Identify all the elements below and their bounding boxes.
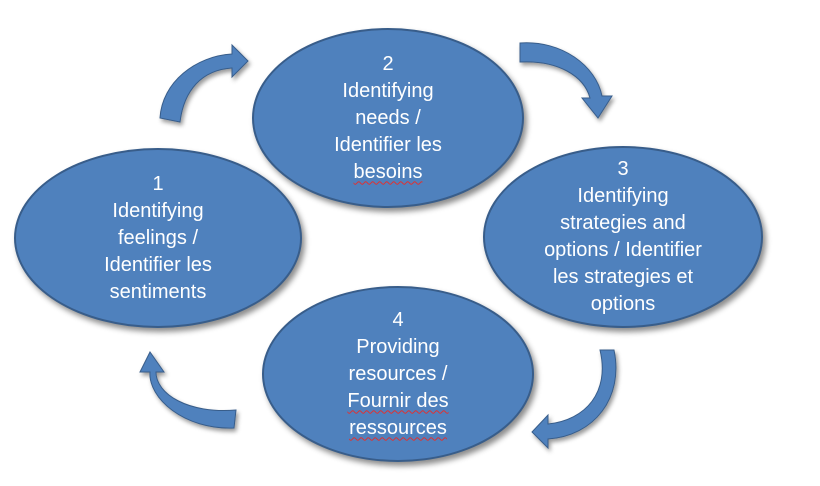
arrow-1-to-2-icon bbox=[159, 43, 249, 123]
step-1-line: Identifying bbox=[112, 199, 204, 222]
step-1-line: sentiments bbox=[109, 280, 207, 303]
step-4-node: 4 Providing resources / Fournir des ress… bbox=[262, 286, 534, 462]
step-1-node: 1 Identifying feelings / Identifier les … bbox=[14, 148, 302, 328]
step-2-number: 2 bbox=[382, 52, 394, 75]
step-4-line: resources / bbox=[348, 362, 448, 385]
step-2-node: 2 Identifying needs / Identifier les bes… bbox=[252, 28, 524, 208]
step-1-number: 1 bbox=[152, 172, 164, 195]
arrow-2-to-3-icon bbox=[519, 42, 613, 119]
step-3-line: options / Identifier bbox=[544, 239, 702, 261]
step-2-line: Identifying bbox=[342, 79, 434, 102]
step-2-line: Identifier les bbox=[334, 133, 442, 156]
step-4-line: Providing bbox=[356, 335, 440, 358]
arrow-4-to-1-icon bbox=[139, 351, 237, 429]
step-3-line: options bbox=[590, 293, 656, 315]
step-4-number: 4 bbox=[392, 308, 404, 331]
step-2-line: needs / bbox=[355, 106, 421, 129]
step-2-line: besoins bbox=[353, 160, 423, 183]
step-1-line: Identifier les bbox=[104, 253, 212, 276]
step-4-line: Fournir des bbox=[347, 389, 449, 412]
step-1-line: feelings / bbox=[117, 226, 199, 249]
step-3-line: les strategies et bbox=[552, 266, 694, 288]
step-4-line: ressources bbox=[349, 416, 447, 439]
step-3-node: 3 Identifying strategies and options / I… bbox=[483, 146, 763, 328]
step-3-line: Identifying bbox=[577, 185, 669, 207]
arrow-3-to-4-icon bbox=[531, 349, 617, 450]
step-3-line: strategies and bbox=[560, 212, 686, 234]
step-3-number: 3 bbox=[617, 158, 629, 180]
